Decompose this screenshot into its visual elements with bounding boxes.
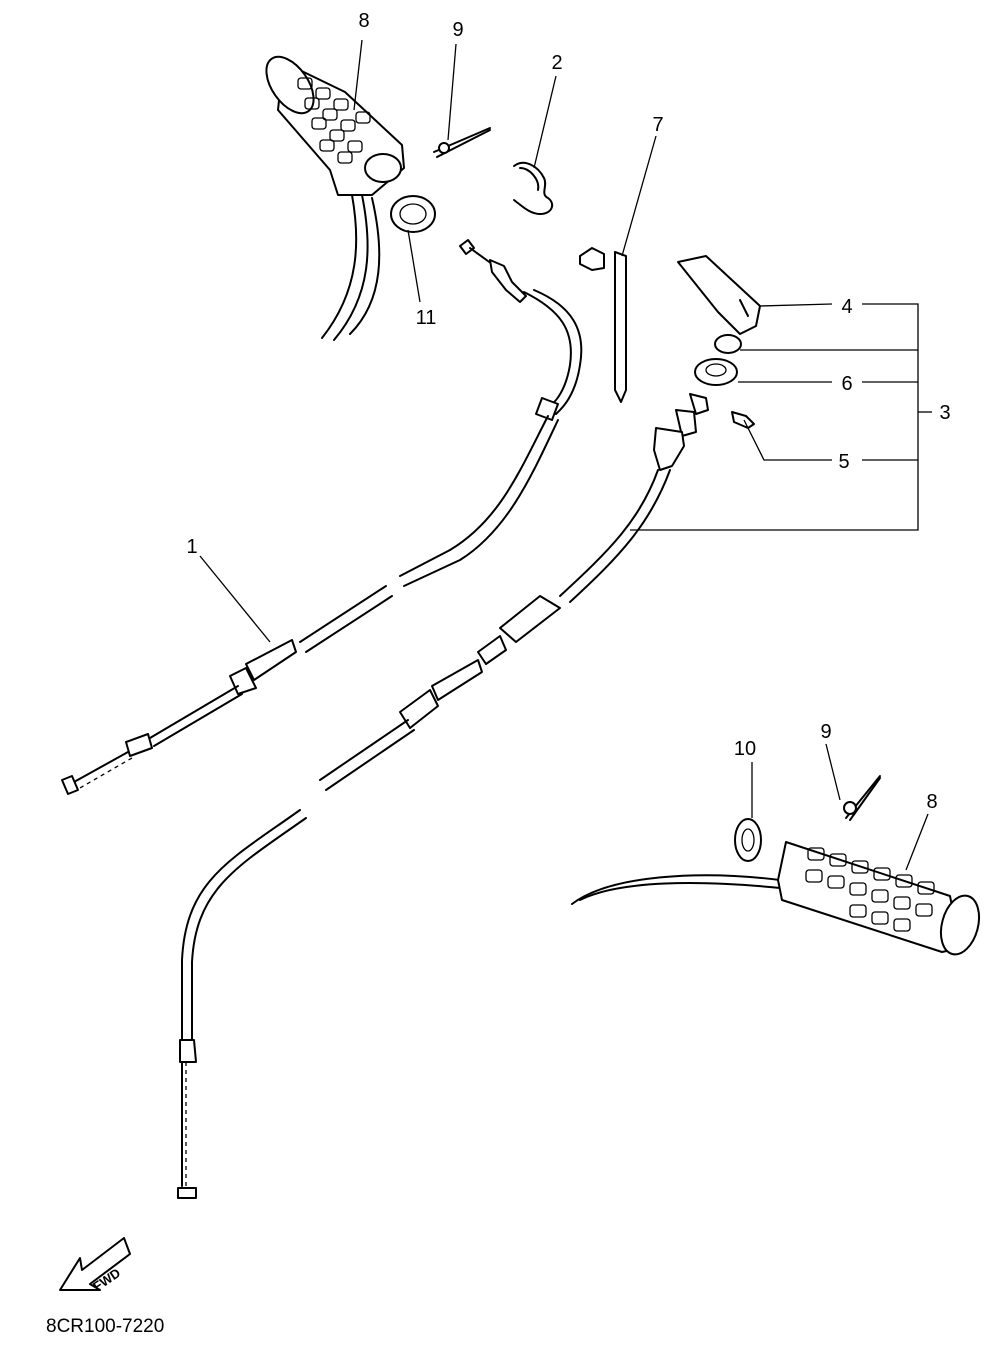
callout-2: 2 xyxy=(551,52,562,74)
nut xyxy=(694,358,738,386)
figure-code: 8CR100-7220 xyxy=(46,1316,164,1337)
throttle-housing-cable xyxy=(177,393,709,1199)
callout-8-top: 8 xyxy=(358,10,369,32)
cable-tie xyxy=(579,247,627,403)
callout-numbers: 8 9 2 7 11 1 4 6 3 5 10 9 8 xyxy=(186,10,950,813)
right-grip-assembly xyxy=(571,841,981,956)
callout-9-top: 9 xyxy=(452,19,463,41)
callout-10: 10 xyxy=(734,738,756,760)
collar-right xyxy=(734,818,762,862)
screw-top xyxy=(433,127,491,158)
callout-7: 7 xyxy=(652,114,663,136)
throttle-cable xyxy=(61,239,583,795)
callout-1: 1 xyxy=(186,536,197,558)
callout-5: 5 xyxy=(838,451,849,473)
callout-9-right: 9 xyxy=(820,721,831,743)
callout-6: 6 xyxy=(841,373,852,395)
collar xyxy=(390,195,436,233)
adjust-screw xyxy=(731,411,755,429)
left-grip-assembly xyxy=(265,55,405,341)
throttle-lever xyxy=(677,255,761,335)
washer xyxy=(714,334,742,354)
callout-4: 4 xyxy=(841,296,852,318)
callout-11: 11 xyxy=(416,307,437,329)
screw-right xyxy=(843,775,881,821)
callout-3: 3 xyxy=(939,402,950,424)
leader-lines xyxy=(199,39,932,871)
callout-8-right: 8 xyxy=(926,791,937,813)
fwd-arrow: FWD xyxy=(59,1237,131,1294)
spring-clip xyxy=(513,161,554,215)
